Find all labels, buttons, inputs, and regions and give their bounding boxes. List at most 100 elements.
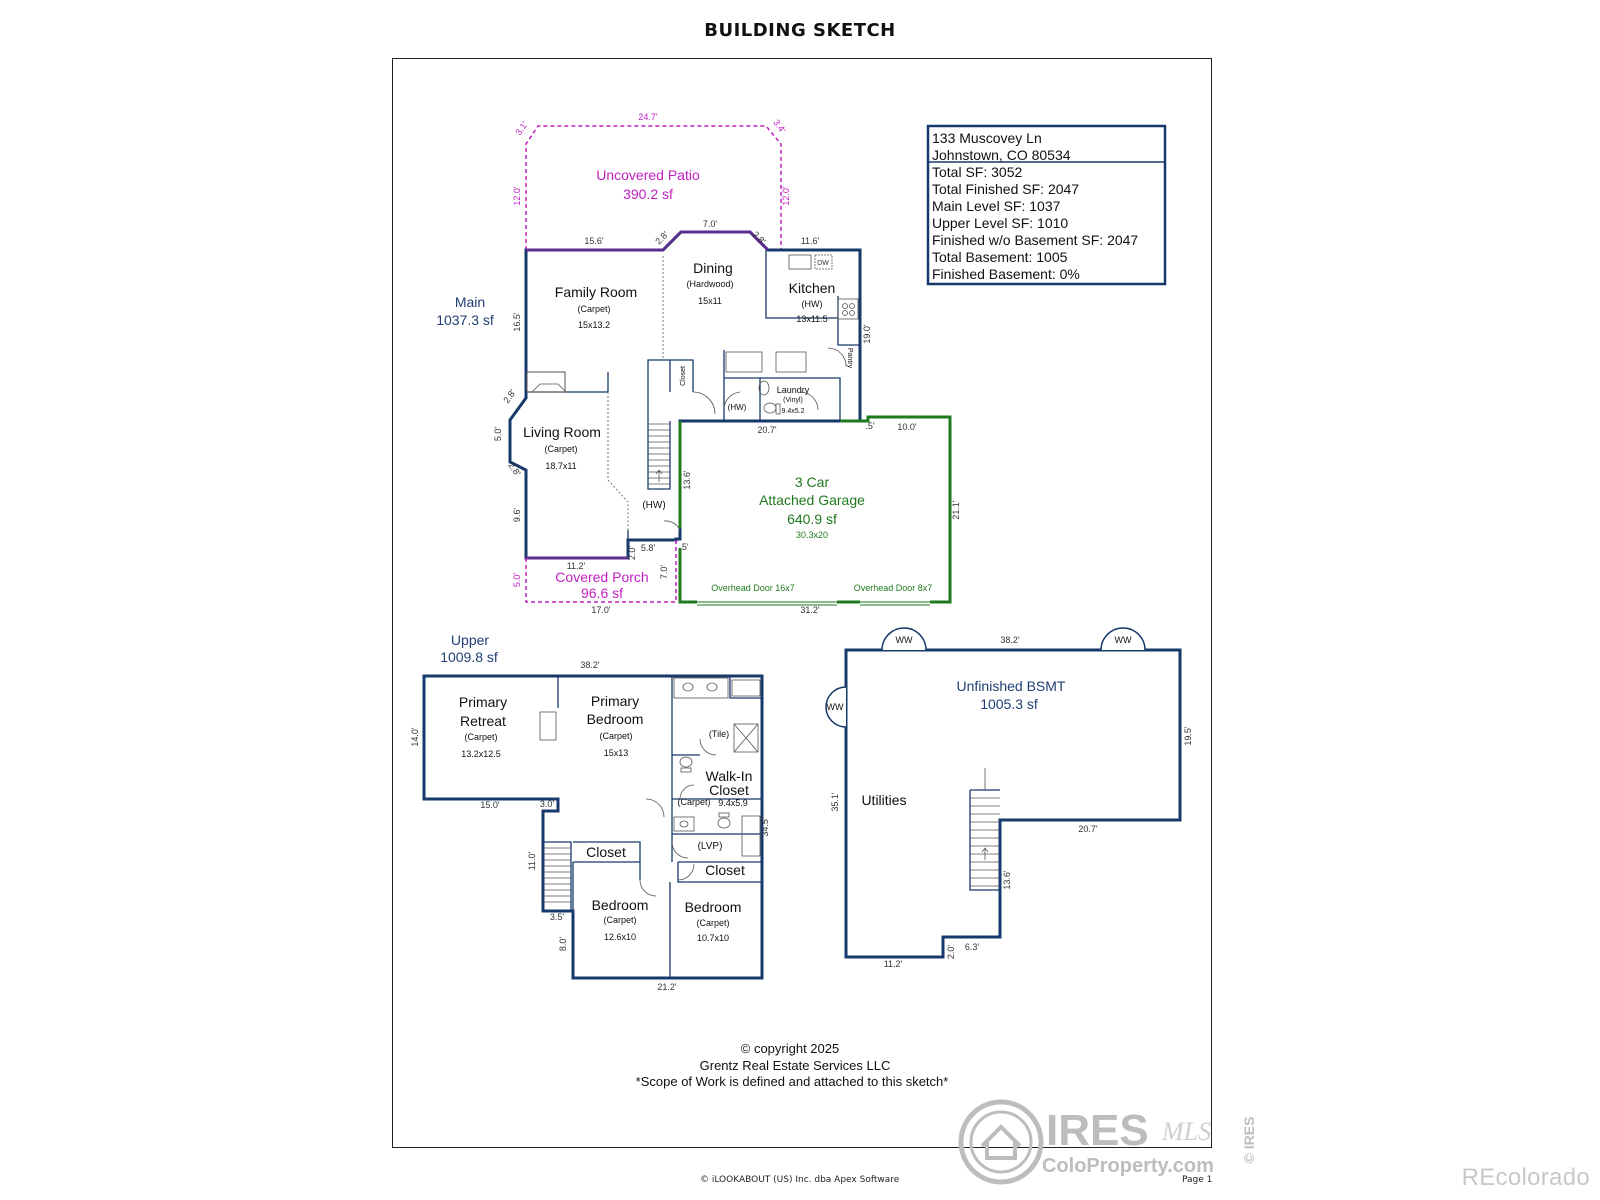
info-address-line1: 133 Muscovey Ln (932, 130, 1042, 146)
retreat-name-line2: Retreat (460, 713, 506, 729)
dim-porch-left: 5.0' (512, 573, 522, 588)
stair-closet-wall (647, 359, 694, 392)
dishwasher-label: DW (817, 260, 829, 267)
main-level-plan: Main 1037.3 sf Uncovered Patio 390.2 sf … (436, 112, 961, 615)
main-level-area: 1037.3 sf (436, 312, 494, 328)
software-credit: © iLOOKABOUT (US) Inc. dba Apex Software (700, 1175, 900, 1185)
window-well-icon: WW (1100, 627, 1146, 651)
dim-lr-diag-top: 2.8' (501, 387, 518, 405)
dim-upper-bottom: 21.2' (657, 982, 677, 992)
dim-patio-left-diag: 3.1' (513, 119, 530, 137)
entry-wall (627, 521, 681, 540)
garage-door1-label: Overhead Door 16x7 (711, 583, 795, 593)
dim-lr-left-lower: 9.6' (512, 508, 522, 523)
ires-wordmark: IRES (1046, 1106, 1149, 1155)
garage-name-line1: 3 Car (795, 474, 830, 490)
dim-bay-right: 2.8' (751, 229, 768, 246)
dim-bsmt-stair-side: 13.6' (1002, 870, 1012, 890)
dim-porch-right: 7.0' (659, 565, 669, 580)
dim-garage-top-right: 10.0' (897, 422, 917, 432)
living-room-name: Living Room (523, 424, 601, 440)
info-total-sf: Total SF: 3052 (932, 164, 1022, 180)
fireplace-hearth (531, 383, 567, 393)
ires-vertical: © IRES (1241, 1117, 1257, 1164)
info-finished-basement: Finished Basement: 0% (932, 266, 1080, 282)
svg-text:WW: WW (896, 635, 913, 645)
retreat-name-line1: Primary (459, 694, 507, 710)
dim-upper-left: 14.0' (410, 727, 420, 747)
kitchen-name: Kitchen (789, 280, 836, 296)
dim-bsmt-inner-bottom: 20.7' (1078, 824, 1098, 834)
dim-garage-right: 21.1' (951, 500, 961, 520)
living-room-floor: (Carpet) (544, 444, 577, 454)
dim-top-right: 11.6' (801, 236, 820, 246)
info-upper-level-sf: Upper Level SF: 1010 (932, 215, 1068, 231)
kitchen-floor: (HW) (802, 299, 823, 309)
window-well-icon: WW (881, 627, 927, 651)
basement-name: Unfinished BSMT (957, 678, 1066, 694)
dim-bsmt-left: 35.1' (830, 792, 840, 812)
kitchen-dims: 13x11.5 (796, 314, 827, 324)
ires-logo: IRES MLS ColoProperty.com © IRES (958, 1099, 1257, 1185)
range-icon (837, 298, 859, 320)
footer-company: Grentz Real Estate Services LLC (700, 1058, 891, 1073)
covered-porch-outline (525, 540, 677, 603)
sketch-frame (392, 58, 1212, 1148)
upper-stairs (543, 841, 572, 911)
family-room-name: Family Room (555, 284, 637, 300)
retreat-dims: 13.2x12.5 (461, 749, 501, 759)
double-vanity-icon (673, 677, 729, 699)
dining-floor: (Hardwood) (686, 279, 733, 289)
primary-name-line2: Bedroom (587, 711, 644, 727)
washer-dryer-icon (775, 351, 807, 373)
dim-bsmt-bottom: 11.2' (884, 959, 903, 969)
svg-text:WW: WW (827, 702, 844, 712)
primary-toilet-icon (679, 756, 693, 768)
entry-floor: (HW) (642, 500, 665, 511)
footer-scope: *Scope of Work is defined and attached t… (636, 1074, 949, 1089)
hall-bath-sink-icon (673, 816, 695, 832)
retreat-floor: (Carpet) (464, 732, 497, 742)
info-total-basement: Total Basement: 1005 (932, 249, 1068, 265)
info-total-finished-sf: Total Finished SF: 2047 (932, 181, 1079, 197)
dim-upper-top: 38.2' (580, 660, 600, 670)
bedroom3-dims: 10.7x10 (697, 933, 729, 943)
closet-label: Closet (680, 366, 687, 386)
house-icon (980, 1124, 1022, 1160)
dim-left-upper: 16.5' (512, 312, 522, 332)
laundry-counter-icon (725, 351, 763, 373)
dim-entry-height: 2.0' (627, 546, 637, 561)
dim-upper-jog: 3.0' (540, 799, 555, 809)
dim-bsmt-top: 38.2' (1000, 635, 1020, 645)
upper-level-plan: Upper 1009.8 sf Primary Retreat (Carpet) (410, 632, 770, 992)
ires-site: ColoProperty.com (1042, 1155, 1214, 1177)
garage-name-line2: Attached Garage (759, 492, 865, 508)
primary-dims: 15x13 (604, 748, 629, 758)
dim-porch-bottom: 17.0' (591, 605, 611, 615)
hall-bath-toilet-icon (717, 817, 731, 829)
dim-entry-jog: .5' (679, 542, 689, 552)
upper-level-label: Upper (451, 632, 489, 648)
patio-area: 390.2 sf (623, 186, 673, 202)
dim-bsmt-notch-w: 6.3' (965, 942, 980, 952)
bedroom3-name: Bedroom (685, 899, 742, 915)
main-level-label: Main (455, 294, 485, 310)
dim-upper-bottom-left: 15.0' (480, 800, 500, 810)
sheet-title: BUILDING SKETCH (704, 20, 896, 41)
footer-copyright: © copyright 2025 (741, 1041, 839, 1056)
dim-bsmt-right: 19.5' (1183, 726, 1193, 746)
porch-name: Covered Porch (555, 569, 648, 585)
family-room-dims: 15x13.2 (578, 320, 610, 330)
half-bath-floor: (HW) (728, 403, 747, 412)
ires-mls-mark: MLS (1161, 1117, 1211, 1146)
garage-door2-label: Overhead Door 8x7 (854, 583, 933, 593)
tub-icon (731, 679, 761, 697)
dim-entry-width: 5.8' (641, 543, 656, 553)
main-stairs (647, 392, 671, 490)
recolorado-watermark: REcolorado (1461, 1164, 1590, 1191)
dim-patio-right-diag: 3.4' (771, 118, 788, 136)
hall-bath-floor: (LVP) (698, 841, 723, 852)
upper-closets-wall (572, 834, 763, 978)
dim-lr-left: 5.0' (493, 427, 503, 442)
